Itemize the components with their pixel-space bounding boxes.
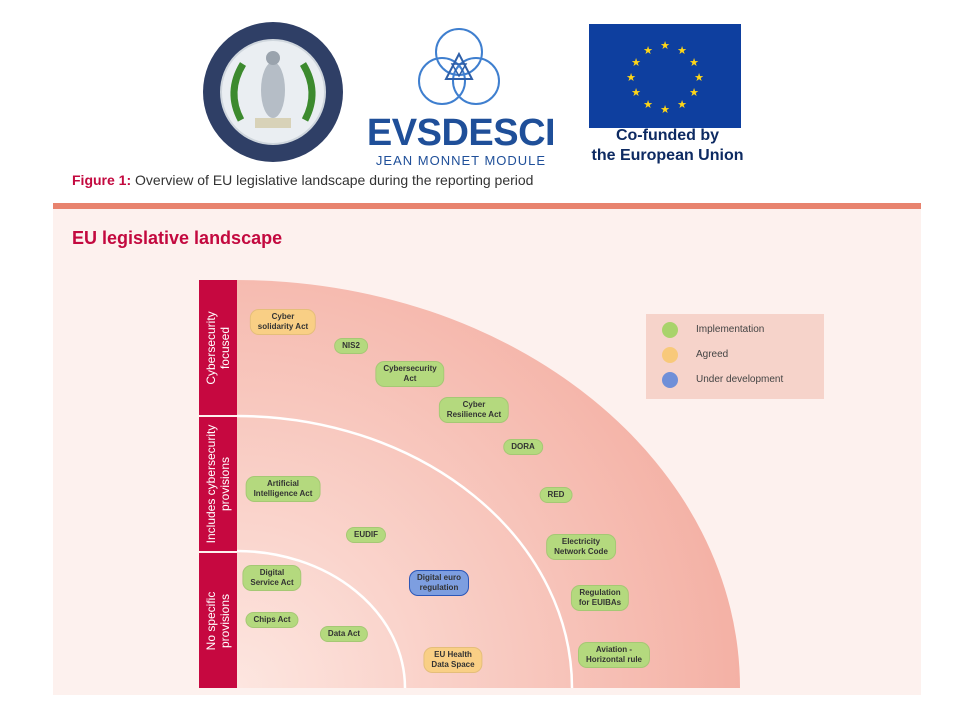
figure-caption: Figure 1: Overview of EU legislative lan… (72, 172, 533, 188)
svg-text:★: ★ (631, 56, 641, 69)
svg-text:★: ★ (677, 44, 687, 57)
band-label-line2: focused (218, 326, 232, 369)
legend: Implementation Agreed Under development (646, 314, 824, 399)
legislation-dora: DORA (503, 439, 543, 455)
band-includes-cybersecurity-provisions: Includes cybersecurity provisions (199, 417, 237, 551)
svg-text:★: ★ (643, 98, 653, 111)
evsdesci-logo: EVSDESCI JEAN MONNET MODULE (356, 24, 566, 169)
svg-text:★: ★ (689, 86, 699, 99)
legislation-chips-act: Chips Act (245, 612, 299, 628)
svg-text:★: ★ (660, 39, 670, 52)
evsdesci-subtitle: JEAN MONNET MODULE (375, 153, 547, 168)
band-label-line1: No specific (204, 591, 218, 650)
legislation-data-act: Data Act (319, 626, 369, 642)
figure-title: EU legislative landscape (72, 228, 283, 248)
legend-label: Under development (696, 374, 784, 385)
legislation-eudif: EUDIF (346, 527, 386, 543)
legislation-red: RED (539, 487, 573, 503)
legend-dot (662, 372, 678, 388)
legend-label: Implementation (696, 324, 765, 335)
svg-text:★: ★ (677, 98, 687, 111)
band-cybersecurity-focused: Cybersecurity focused (199, 280, 237, 415)
eu-cofunded-logo: ★ ★ ★ ★ ★ ★ ★ ★ ★ ★ ★ ★ Co-funded by the… (577, 13, 758, 165)
legislation-aviation-horizontal-rule: Aviation -Horizontal rule (577, 642, 651, 668)
band-label-line1: Cybersecurity (204, 310, 218, 385)
band-label-line2: provisions (218, 593, 232, 648)
eu-text-line1: Co-funded by (615, 127, 720, 144)
svg-text:★: ★ (631, 86, 641, 99)
band-label-line1: Includes cybersecurity (204, 424, 218, 544)
evsdesci-title: EVSDESCI (366, 112, 556, 154)
figure-header-bar (53, 203, 921, 209)
legend-dot (662, 347, 678, 363)
band-no-specific-provisions: No specific provisions (199, 553, 237, 688)
eu-flag-icon: ★ ★ ★ ★ ★ ★ ★ ★ ★ ★ ★ ★ (589, 24, 741, 128)
svg-text:★: ★ (660, 103, 670, 116)
university-seal-logo (201, 20, 346, 165)
svg-text:★: ★ (694, 71, 704, 84)
legislation-nis2: NIS2 (334, 338, 368, 354)
figure-caption-text: Overview of EU legislative landscape dur… (131, 172, 534, 188)
figure-caption-label: Figure 1: (72, 172, 132, 188)
svg-text:★: ★ (689, 56, 699, 69)
legend-label: Agreed (696, 349, 729, 360)
svg-text:★: ★ (626, 71, 636, 84)
legend-dot (662, 322, 678, 338)
band-label-line2: provisions (218, 456, 232, 512)
svg-text:★: ★ (643, 44, 653, 57)
eu-text-line2: the European Union (591, 147, 744, 164)
